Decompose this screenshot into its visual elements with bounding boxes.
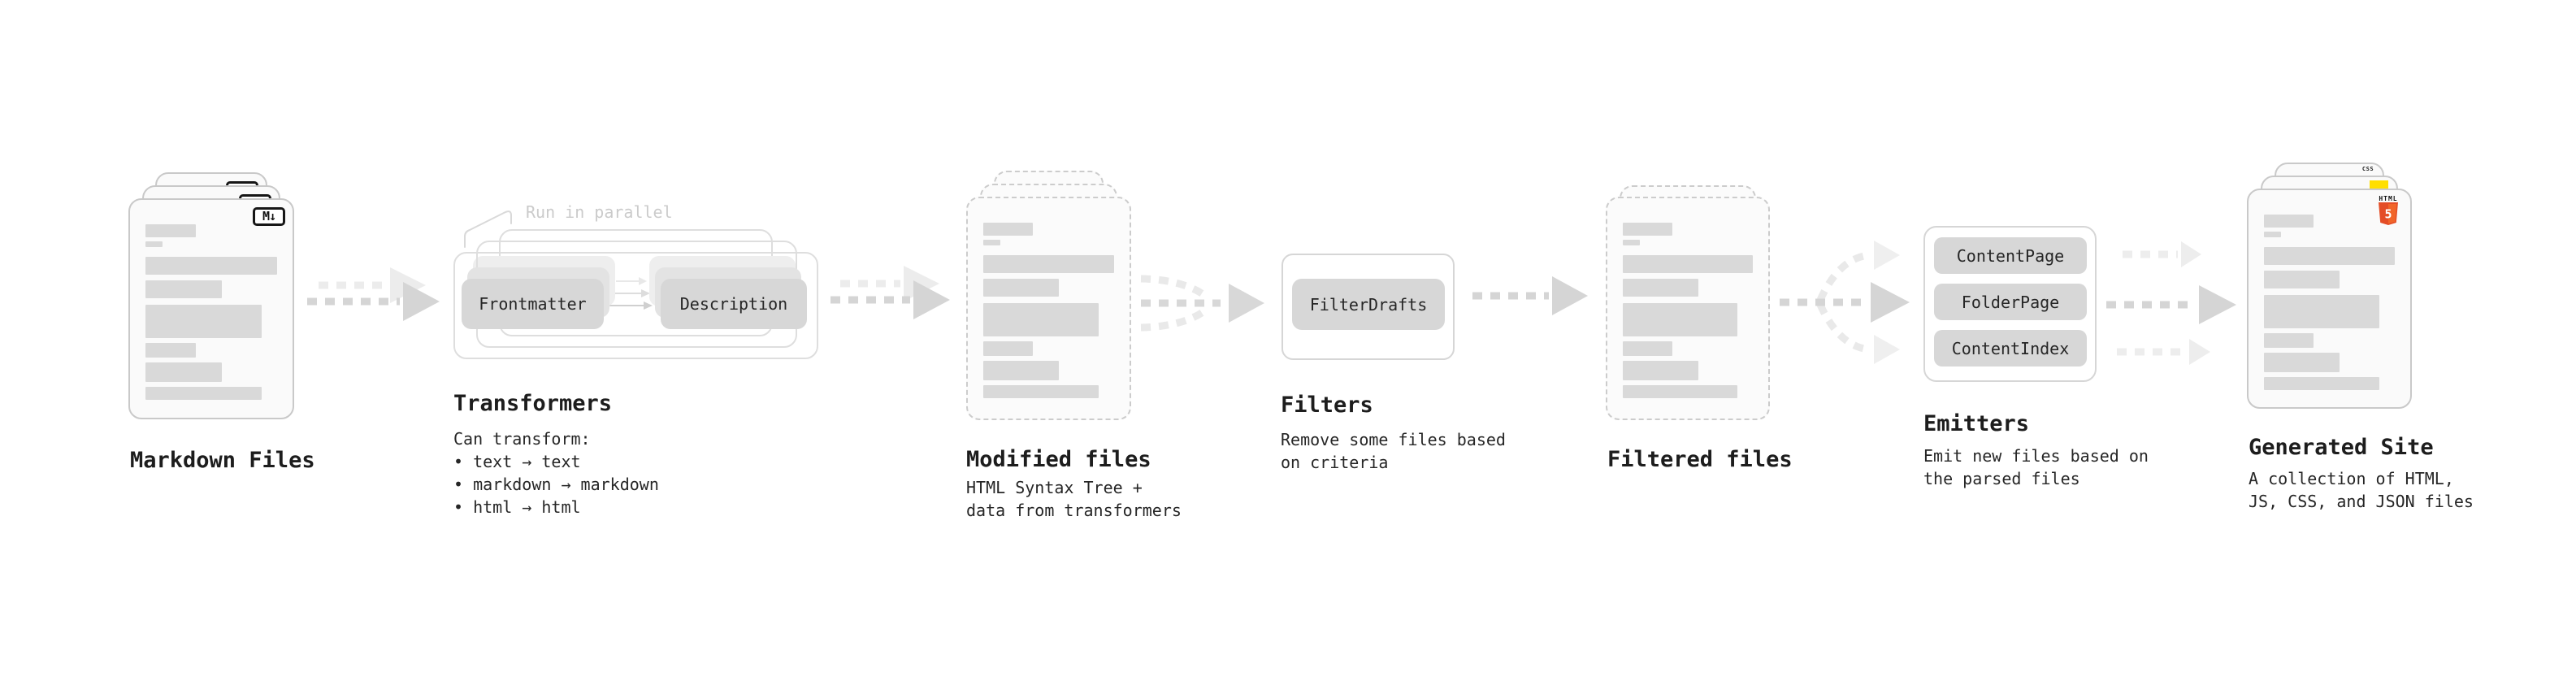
text-line-bar: [2264, 295, 2379, 328]
filtered-files-title: Filtered files: [1607, 447, 1793, 473]
text-line-bar: [2264, 271, 2340, 288]
text-line-bar: [1623, 279, 1698, 297]
arrow-emitters-to-generated: [2106, 241, 2236, 365]
arrow-markdown-to-transformers: [307, 267, 440, 321]
text-line-bar: [145, 305, 262, 338]
text-line-bar: [145, 387, 262, 400]
file-card-dashed: [966, 197, 1131, 420]
text-line-bar: [145, 241, 163, 247]
css-label: CSS: [2361, 166, 2374, 172]
arrow-filtered-to-emitters: [1780, 241, 1910, 364]
text-line-bar: [983, 255, 1114, 273]
text-line-bar: [2264, 333, 2314, 348]
transformers-description: Can transform: • text → text • markdown …: [453, 429, 659, 517]
frontmatter-chip: Frontmatter: [462, 279, 604, 329]
js-file-icon: [2370, 180, 2388, 191]
arrow-modified-to-filters: [1140, 275, 1264, 332]
css-file-icon: CSS: [2360, 166, 2376, 172]
text-line-bar: [2264, 215, 2314, 228]
text-line-bar: [145, 257, 277, 275]
text-line-bar: [1623, 303, 1737, 336]
run-in-parallel-note: Run in parallel: [526, 202, 673, 222]
file-text-lines: [1623, 223, 1753, 398]
html5-file-icon: HTML 5: [2374, 195, 2402, 228]
text-line-bar: [145, 224, 196, 237]
modified-files-title: Modified files: [966, 447, 1151, 473]
transformer-layer-box: [453, 252, 818, 359]
text-line-bar: [145, 362, 222, 382]
text-line-bar: [2264, 353, 2340, 372]
html5-shield-icon: 5: [2379, 202, 2398, 225]
text-line-bar: [983, 240, 1000, 245]
arrow-filters-to-filtered: [1472, 276, 1588, 315]
generated-site-description: A collection of HTML, JS, CSS, and JSON …: [2249, 469, 2474, 511]
text-line-bar: [983, 279, 1060, 297]
generated-site-title: Generated Site: [2249, 435, 2434, 461]
file-card-dashed: [1606, 197, 1770, 420]
text-line-bar: [2264, 377, 2379, 390]
modified-files-description: HTML Syntax Tree + data from transformer…: [966, 478, 1182, 520]
emitters-description: Emit new files based on the parsed files: [1923, 446, 2149, 488]
text-line-bar: [1623, 341, 1672, 356]
file-text-lines: [2264, 215, 2395, 390]
html5-label: HTML: [2379, 195, 2398, 202]
text-line-bar: [1623, 240, 1640, 245]
text-line-bar: [983, 341, 1034, 356]
text-line-bar: [1623, 385, 1737, 398]
file-card: HTML 5: [2247, 189, 2412, 409]
filters-description: Remove some files based on criteria: [1281, 430, 1506, 472]
markdown-icon: M↓: [253, 207, 285, 226]
markdown-files-title: Markdown Files: [130, 448, 315, 474]
contentpage-chip: ContentPage: [1934, 237, 2087, 274]
text-line-bar: [145, 280, 222, 298]
arrow-transformers-to-modified: [830, 266, 950, 319]
text-line-bar: [983, 385, 1099, 398]
filters-title: Filters: [1281, 393, 1373, 419]
description-chip: Description: [661, 279, 807, 329]
transformers-title: Transformers: [453, 391, 613, 417]
text-line-bar: [983, 303, 1099, 336]
text-line-bar: [983, 361, 1060, 380]
text-line-bar: [2264, 232, 2281, 237]
emitters-title: Emitters: [1923, 411, 2030, 437]
text-line-bar: [145, 343, 196, 358]
contentindex-chip: ContentIndex: [1934, 330, 2087, 367]
svg-text:5: 5: [2384, 207, 2392, 222]
text-line-bar: [983, 223, 1034, 236]
file-card: M↓: [128, 198, 294, 419]
text-line-bar: [2264, 247, 2395, 265]
file-text-lines: [983, 223, 1114, 398]
text-line-bar: [1623, 255, 1753, 273]
folderpage-chip: FolderPage: [1934, 284, 2087, 320]
file-text-lines: [145, 224, 277, 400]
text-line-bar: [1623, 223, 1672, 236]
text-line-bar: [1623, 361, 1698, 380]
filterdrafts-chip: FilterDrafts: [1292, 279, 1445, 330]
